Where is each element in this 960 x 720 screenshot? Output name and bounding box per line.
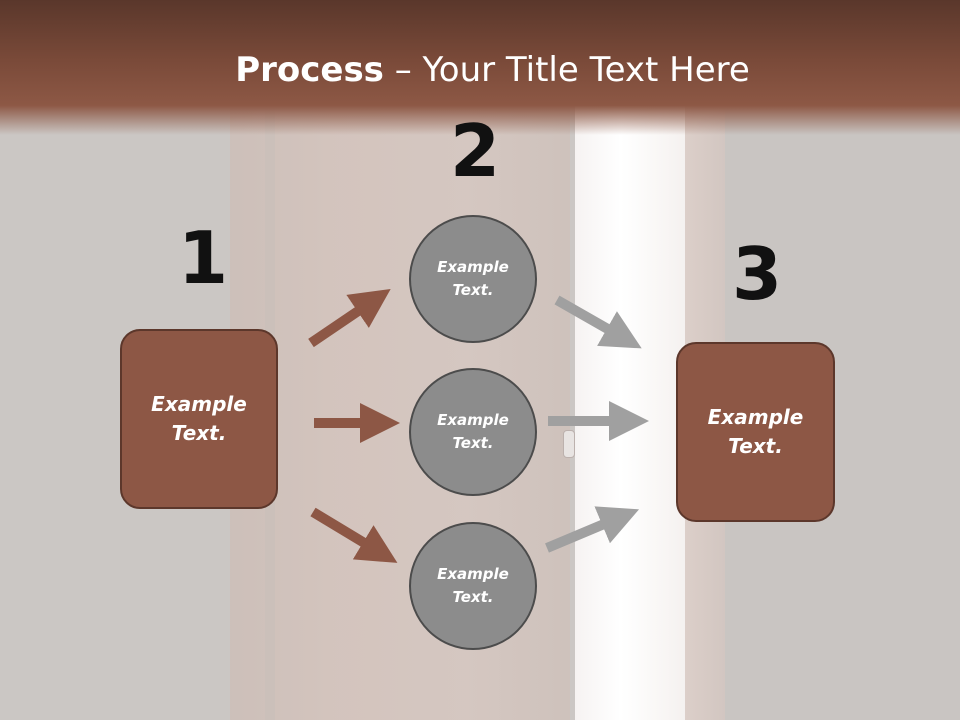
arrow-right-down: [545, 506, 640, 553]
step-number-3: 3: [732, 232, 783, 316]
arrow-right-up: [554, 295, 642, 349]
step-2-circle-bottom[interactable]: Example Text.: [409, 522, 537, 650]
arrow-left-up: [308, 288, 391, 348]
header-band: [0, 0, 960, 135]
slide-title[interactable]: Process – Your Title Text Here: [0, 50, 960, 90]
step-number-2: 2: [450, 109, 501, 193]
door-handle: [563, 430, 575, 458]
title-rest: – Your Title Text Here: [383, 50, 750, 90]
step-1-box[interactable]: Example Text.: [120, 329, 278, 509]
step-3-box[interactable]: Example Text.: [676, 342, 835, 522]
arrow-left-down: [310, 507, 398, 563]
step-2-circle-middle[interactable]: Example Text.: [409, 368, 537, 496]
title-bold: Process: [235, 50, 384, 90]
step-2-circle-top[interactable]: Example Text.: [409, 215, 537, 343]
step-number-1: 1: [178, 216, 229, 300]
